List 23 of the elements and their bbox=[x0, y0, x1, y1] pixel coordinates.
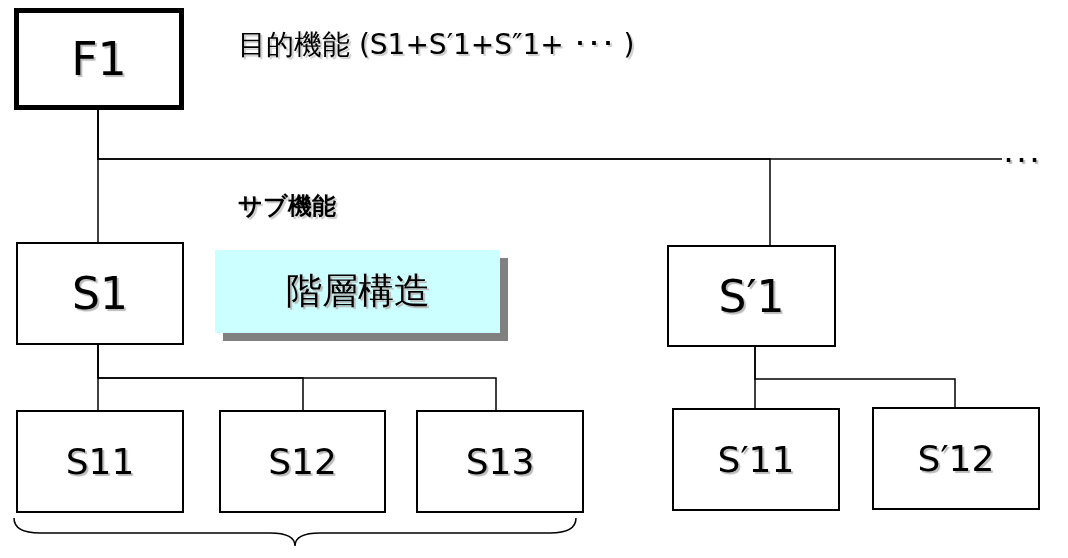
function-box bbox=[219, 410, 386, 513]
heading-text: 目的機能 (S1+S′1+S″1+ ･･･ ) bbox=[238, 27, 635, 63]
function-box bbox=[16, 410, 184, 513]
connector-line bbox=[97, 344, 497, 411]
node-label: S13 bbox=[465, 441, 535, 482]
function-box bbox=[16, 242, 184, 345]
node-label: F1 bbox=[71, 32, 127, 86]
function-box bbox=[14, 8, 184, 110]
function-box bbox=[872, 407, 1040, 510]
connector-line bbox=[754, 346, 956, 408]
function-box bbox=[667, 245, 836, 347]
node-label: S12 bbox=[268, 441, 337, 482]
node-label: ･･･ bbox=[1002, 146, 1041, 176]
node-label: S′1 bbox=[718, 270, 785, 322]
node-label: 階層構造 bbox=[285, 269, 430, 313]
node-label: S1 bbox=[72, 268, 128, 319]
connector-line bbox=[97, 109, 1003, 160]
function-box bbox=[416, 410, 584, 513]
node-label: S′12 bbox=[917, 438, 995, 479]
function-box bbox=[672, 408, 840, 511]
node-label: S′11 bbox=[717, 439, 795, 480]
subfunction-label: サブ機能 bbox=[238, 191, 336, 222]
node-label: S11 bbox=[65, 441, 135, 482]
